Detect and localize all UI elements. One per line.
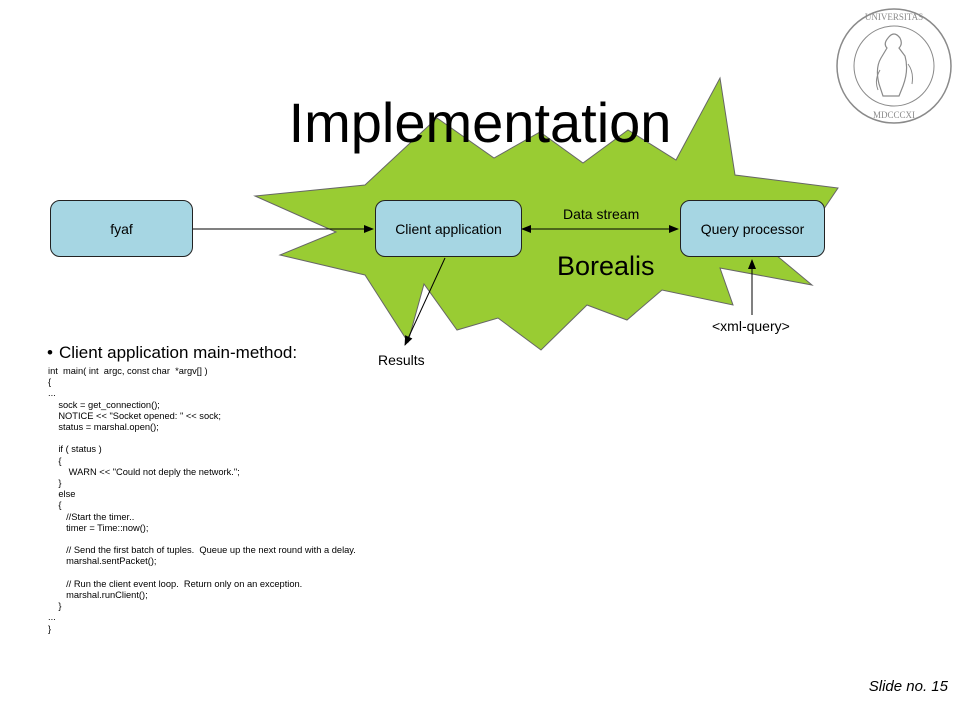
svg-text:MDCCCXI: MDCCCXI — [873, 110, 915, 120]
bullet-dot-icon: • — [47, 343, 53, 362]
code-line: ... — [48, 388, 56, 399]
code-listing: int main( int argc, const char *argv[] )… — [48, 366, 356, 635]
code-line: { — [48, 500, 62, 511]
bullet-point: • Client application main-method: — [47, 343, 297, 363]
code-line: // Run the client event loop. Return onl… — [48, 578, 303, 589]
bullet-text: Client application main-method: — [58, 343, 298, 362]
university-seal-logo: UNIVERSITAS MDCCCXI — [836, 8, 952, 124]
code-line: timer = Time::now(); — [48, 522, 149, 533]
code-line: { — [48, 455, 62, 466]
query-processor-box: Query processor — [680, 200, 825, 257]
data-stream-label: Data stream — [563, 206, 640, 222]
svg-text:UNIVERSITAS: UNIVERSITAS — [865, 12, 923, 22]
code-line: sock = get_connection(); — [48, 399, 160, 410]
results-arrow — [404, 257, 446, 346]
code-line: else — [48, 489, 76, 500]
client-application-box: Client application — [375, 200, 522, 257]
code-line: marshal.runClient(); — [48, 590, 148, 601]
slide-number: Slide no. 15 — [868, 678, 948, 695]
results-label: Results — [378, 352, 425, 368]
code-line: } — [48, 601, 62, 612]
code-line: WARN << "Could not deply the network."; — [48, 466, 240, 477]
slide-title: Implementation — [288, 91, 672, 154]
code-line: int main( int argc, const char *argv[] ) — [48, 366, 208, 376]
code-line: status = marshal.open(); — [48, 422, 159, 433]
fyaf-box: fyaf — [50, 200, 193, 257]
code-line: NOTICE << "Socket opened: " << sock; — [48, 410, 221, 421]
code-line: //Start the timer.. — [48, 511, 135, 522]
xml-query-label: <xml-query> — [712, 318, 790, 334]
code-line: } — [48, 623, 52, 634]
code-line: ... — [48, 612, 56, 623]
code-line: marshal.sentPacket(); — [48, 556, 157, 567]
code-line: { — [48, 377, 52, 388]
code-line: if ( status ) — [48, 444, 102, 455]
borealis-cloud-shape — [253, 76, 839, 351]
code-line: // Send the first batch of tuples. Queue… — [48, 545, 356, 556]
code-line: } — [48, 478, 62, 489]
borealis-label: Borealis — [557, 251, 655, 281]
